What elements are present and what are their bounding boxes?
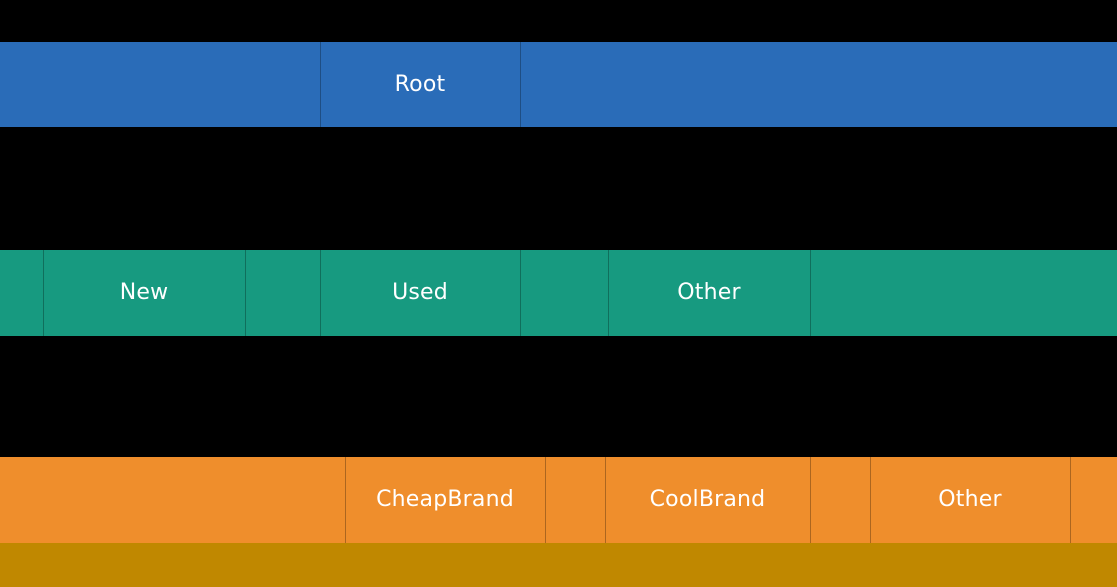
icicle-node-used[interactable]: Used	[320, 250, 520, 336]
root-level: Root	[0, 42, 1117, 127]
icicle-node[interactable]	[520, 42, 1117, 127]
brand-level: CheapBrand CoolBrand Other	[0, 457, 1117, 543]
icicle-node-root[interactable]: Root	[320, 42, 520, 127]
condition-level: New Used Other	[0, 250, 1117, 336]
icicle-node-other[interactable]: Other	[870, 457, 1070, 543]
icicle-node[interactable]	[1070, 457, 1117, 543]
icicle-node-label: Used	[392, 280, 448, 305]
icicle-node-coolbrand[interactable]: CoolBrand	[605, 457, 810, 543]
icicle-node-new[interactable]: New	[43, 250, 245, 336]
icicle-node[interactable]	[0, 250, 43, 336]
icicle-node-cheapbrand[interactable]: CheapBrand	[345, 457, 545, 543]
icicle-node[interactable]	[520, 250, 608, 336]
icicle-node-label: Other	[677, 280, 741, 305]
icicle-node-label: CoolBrand	[649, 487, 766, 512]
icicle-node-label: CheapBrand	[376, 487, 514, 512]
icicle-node[interactable]	[810, 457, 870, 543]
icicle-node-label: Root	[394, 71, 446, 97]
icicle-node-other[interactable]: Other	[608, 250, 810, 336]
icicle-node[interactable]	[0, 42, 320, 127]
icicle-node[interactable]	[810, 250, 1117, 336]
leaf-level	[0, 543, 1117, 587]
icicle-node[interactable]	[0, 457, 345, 543]
icicle-node[interactable]	[545, 457, 605, 543]
icicle-node[interactable]	[0, 543, 1117, 587]
icicle-node-label: Other	[938, 487, 1002, 512]
icicle-node[interactable]	[245, 250, 320, 336]
icicle-node-label: New	[119, 280, 169, 305]
